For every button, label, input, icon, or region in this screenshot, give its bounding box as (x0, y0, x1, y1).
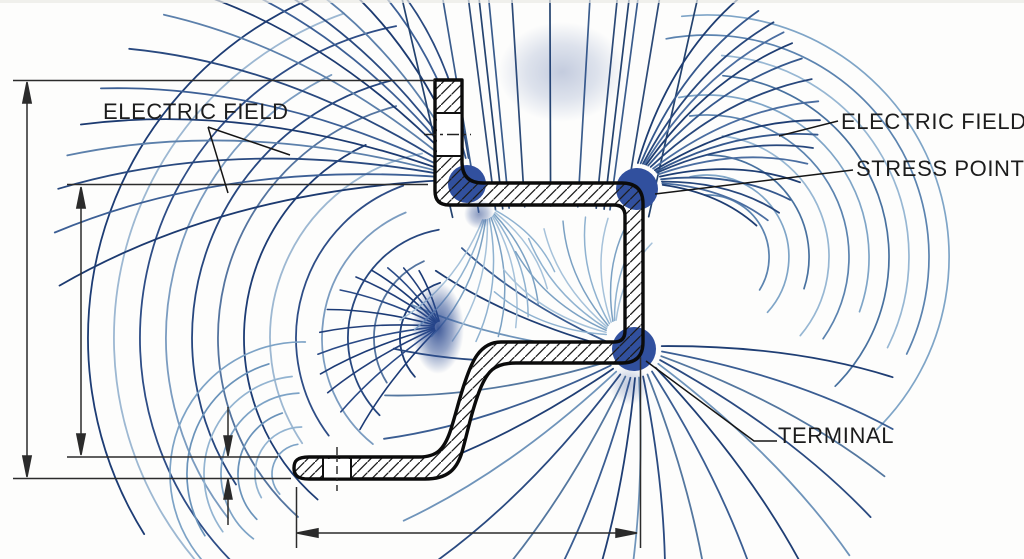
dimension-overall-height (21, 81, 33, 478)
leader-terminal (645, 360, 777, 442)
dimension-terminal-width (296, 527, 638, 539)
field-haze-blob (609, 365, 649, 405)
leader-electric-field-right (778, 120, 839, 137)
field-line-family-cavity-flow-bottom-right (493, 216, 653, 336)
cavity-field-lines-layer (399, 209, 653, 343)
field-line-family-right-up-fan (637, 0, 821, 227)
foot-bolt-hole (322, 447, 352, 491)
stress-point-label: STRESS POINT (856, 156, 1024, 181)
field-lines-layer (53, 0, 950, 559)
electric-field-label-right: ELECTRIC FIELD (841, 109, 1024, 134)
conductor-cross-section-hatch (292, 78, 645, 481)
field-line-family-left-up-fan (53, 0, 470, 287)
field-haze-blob (498, 22, 626, 122)
leader-stress-point (654, 169, 854, 195)
top-edge-artifact (0, 0, 1024, 3)
dimension-inner-height (75, 186, 87, 456)
field-line-family-big-left-arcs (87, 0, 441, 559)
field-line-family-foot-swirl (169, 341, 307, 559)
field-haze-blob (412, 282, 464, 374)
dimension-lines (13, 79, 642, 548)
electric-field-label-left: ELECTRIC FIELD (103, 99, 289, 124)
leader-electric-field-left (207, 126, 291, 194)
leader-lines (207, 120, 854, 442)
field-line-family-right-loops (665, 14, 950, 431)
terminal-label: TERMINAL (778, 423, 895, 448)
dimension-foot-thickness (223, 407, 233, 525)
stub-bolt-hole (424, 112, 471, 157)
